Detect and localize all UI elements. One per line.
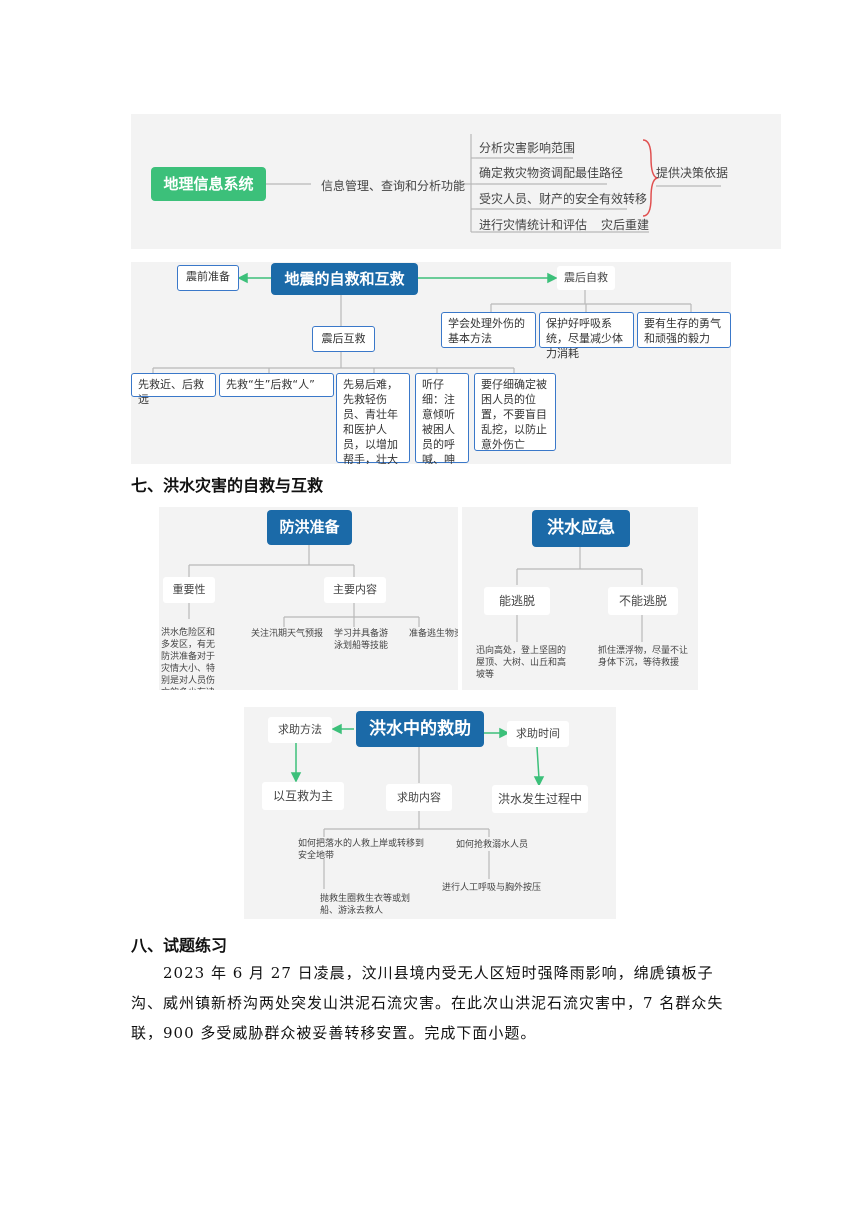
flood-prep-connectors <box>188 545 420 627</box>
flood-prep-main-item: 准备逃生物资 <box>409 629 458 639</box>
section-heading-8: 八、试题练习 <box>131 936 228 955</box>
quake-mindmap: 震前准备 地震的自救和互救 震后自救 学会处理外伤的基本方法 保护好呼吸系统，尽… <box>131 262 731 464</box>
quake-mutual: 震后互救 <box>312 326 375 352</box>
flood-emergency-cannot: 不能逃脱 <box>608 587 678 615</box>
gis-connectors <box>266 134 721 233</box>
quake-mutual-item: 先易后难，先救轻伤员、青壮年和医护人员，以增加帮手，壮大救助队伍 <box>336 373 410 464</box>
flood-prep-importance-text: 洪水危险区和多发区，有无防洪准备对于灾情大小、特别是对人员伤亡的多少有决定性作用 <box>161 628 216 690</box>
quake-mutual-item: 先救近、后救远 <box>131 373 216 406</box>
quake-mutual-item: 先救“生”后救“人” <box>219 373 334 397</box>
flood-prep-main: 主要内容 <box>324 577 386 603</box>
flood-rescue-content-item: 如何抢救溺水人员 <box>456 840 529 850</box>
section-heading-7: 七、洪水灾害的自救与互救 <box>131 476 324 495</box>
flood-prep-mindmap: 防洪准备 重要性 主要内容 洪水危险区和多发区，有无防洪准备对于灾情大小、特别是… <box>159 507 458 690</box>
gis-after-label: 灾后重建 <box>601 218 650 232</box>
quake-self-item: 学会处理外伤的基本方法 <box>441 312 536 348</box>
flood-emergency-can-text: 迅向高处，登上坚固的屋顶、大树、山丘和高坡等 <box>476 646 567 680</box>
gis-root: 地理信息系统 <box>151 167 266 201</box>
quake-connectors <box>152 272 692 373</box>
quake-mutual-item: 听仔细：注意倾听被困人员的呼喊、呻吟、敲击声 <box>415 373 469 464</box>
flood-emergency-connectors <box>516 547 643 642</box>
gis-mindmap: 地理信息系统 信息管理、查询和分析功能 分析灾害影响范围 确定救灾物资调配最佳路… <box>131 114 781 249</box>
gis-item: 进行灾情统计和评估 <box>479 218 588 232</box>
quake-self-item: 保护好呼吸系统，尽量减少体力消耗 <box>539 312 634 360</box>
flood-rescue-time-value: 洪水发生过程中 <box>492 785 588 813</box>
quake-before: 震前准备 <box>177 265 239 291</box>
flood-prep-main-item: 学习并具备游泳划船等技能 <box>334 629 389 651</box>
flood-rescue-connectors <box>290 723 545 889</box>
flood-rescue-content: 求助内容 <box>386 784 452 811</box>
flood-rescue-mindmap: 求助方法 洪水中的救助 求助时间 以互救为主 求助内容 洪水发生过程中 如何把落… <box>244 707 616 919</box>
flood-prep-importance: 重要性 <box>163 577 215 603</box>
flood-rescue-method: 求助方法 <box>268 717 332 743</box>
quake-self: 震后自救 <box>557 266 615 290</box>
flood-rescue-root: 洪水中的救助 <box>356 711 484 747</box>
question-paragraph: 2023 年 6 月 27 日凌晨，汶川县境内受无人区短时强降雨影响，绵虒镇板子… <box>131 964 724 1042</box>
quake-self-item: 要有生存的勇气和顽强的毅力 <box>637 312 731 348</box>
flood-rescue-content-item: 抛救生圈救生衣等或划船、游泳去救人 <box>320 894 411 916</box>
quake-mutual-item: 要仔细确定被困人员的位置，不要盲目乱挖，以防止意外伤亡 <box>474 373 556 451</box>
flood-prep-root: 防洪准备 <box>267 510 352 545</box>
gis-item: 确定救灾物资调配最佳路径 <box>479 166 624 180</box>
gis-brace-label: 提供决策依据 <box>656 166 729 180</box>
gis-item: 受灾人员、财产的安全有效转移 <box>479 192 648 206</box>
flood-rescue-content-item: 进行人工呼吸与胸外按压 <box>442 883 542 893</box>
flood-rescue-time: 求助时间 <box>507 721 569 747</box>
gis-function: 信息管理、查询和分析功能 <box>321 179 466 193</box>
flood-emergency-root: 洪水应急 <box>532 510 630 547</box>
flood-rescue-content-item: 如何把落水的人救上岸或转移到安全地带 <box>298 839 425 861</box>
flood-prep-main-item: 关注汛期天气预报 <box>251 629 324 639</box>
quake-root: 地震的自救和互救 <box>271 263 418 295</box>
gis-item: 分析灾害影响范围 <box>479 141 576 155</box>
flood-rescue-method-value: 以互救为主 <box>262 782 344 810</box>
flood-emergency-mindmap: 洪水应急 能逃脱 不能逃脱 迅向高处，登上坚固的屋顶、大树、山丘和高坡等 抓住漂… <box>462 507 698 690</box>
flood-emergency-can: 能逃脱 <box>484 587 550 615</box>
flood-emergency-cannot-text: 抓住漂浮物，尽量不让身体下沉，等待救援 <box>598 646 689 668</box>
